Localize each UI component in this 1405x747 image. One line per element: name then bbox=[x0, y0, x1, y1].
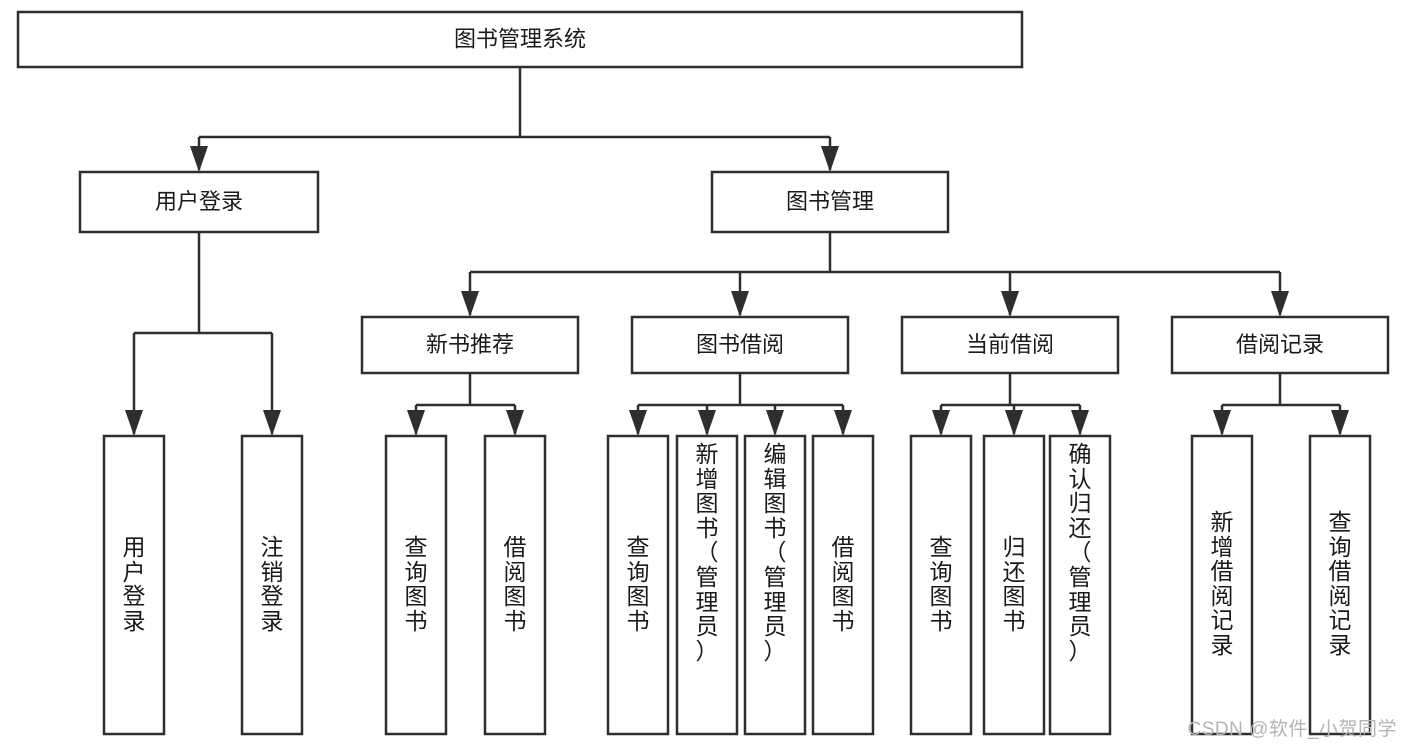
node-box-leaf-borrow-book-recommend[interactable] bbox=[483, 434, 547, 736]
node-box-borrow-record[interactable] bbox=[1170, 315, 1390, 375]
conn-book-manage-arrow-3 bbox=[1271, 291, 1289, 317]
node-box-new-book-recommend[interactable] bbox=[360, 315, 580, 375]
node-label-borrow-record: 借阅记录 bbox=[1236, 332, 1324, 357]
node-box-leaf-confirm-return-admin[interactable] bbox=[1048, 434, 1112, 736]
node-box-leaf-add-borrow-record[interactable] bbox=[1190, 434, 1254, 736]
node-label-root: 图书管理系统 bbox=[454, 26, 586, 51]
conn-book-borrow-arrow-3 bbox=[834, 410, 852, 436]
conn-borrow-record-arrow-1 bbox=[1331, 410, 1349, 436]
conn-current-borrow-arrow-0 bbox=[932, 410, 950, 436]
conn-book-borrow-arrow-1 bbox=[698, 410, 716, 436]
node-box-leaf-query-book-borrow[interactable] bbox=[606, 434, 670, 736]
node-label-new-book-recommend: 新书推荐 bbox=[426, 332, 514, 357]
connectors-layer bbox=[125, 67, 1349, 436]
conn-book-manage-arrow-1 bbox=[731, 291, 749, 317]
conn-book-borrow-arrow-0 bbox=[629, 410, 647, 436]
node-boxes-layer bbox=[16, 10, 1390, 736]
node-box-user-login[interactable] bbox=[78, 170, 320, 234]
conn-current-borrow-arrow-1 bbox=[1005, 410, 1023, 436]
node-label-book-borrow: 图书借阅 bbox=[696, 332, 784, 357]
conn-new-book-recommend-arrow-0 bbox=[407, 410, 425, 436]
node-box-leaf-query-book-current[interactable] bbox=[909, 434, 973, 736]
conn-new-book-recommend-arrow-1 bbox=[506, 410, 524, 436]
conn-book-manage-arrow-2 bbox=[1001, 291, 1019, 317]
conn-borrow-record-arrow-0 bbox=[1213, 410, 1231, 436]
node-box-leaf-edit-book-admin[interactable] bbox=[743, 434, 807, 736]
conn-root-arrow-0 bbox=[190, 146, 208, 172]
conn-user-login-arrow-0 bbox=[125, 410, 143, 436]
node-label-user-login: 用户登录 bbox=[155, 189, 243, 214]
node-label-book-manage: 图书管理 bbox=[786, 189, 874, 214]
node-box-leaf-query-book-recommend[interactable] bbox=[384, 434, 448, 736]
node-box-leaf-user-logout[interactable] bbox=[240, 434, 304, 736]
node-box-leaf-query-borrow-record[interactable] bbox=[1308, 434, 1372, 736]
node-box-book-manage[interactable] bbox=[710, 170, 950, 234]
conn-book-borrow-arrow-2 bbox=[766, 410, 784, 436]
node-box-current-borrow[interactable] bbox=[900, 315, 1120, 375]
conn-current-borrow-arrow-2 bbox=[1071, 410, 1089, 436]
node-box-leaf-return-book[interactable] bbox=[982, 434, 1046, 736]
node-label-current-borrow: 当前借阅 bbox=[966, 332, 1054, 357]
conn-book-manage-arrow-0 bbox=[461, 291, 479, 317]
node-box-book-borrow[interactable] bbox=[630, 315, 850, 375]
node-box-leaf-borrow-book[interactable] bbox=[811, 434, 875, 736]
node-box-leaf-user-login[interactable] bbox=[102, 434, 166, 736]
watermark: CSDN @软件_小贺同学 bbox=[1187, 719, 1397, 740]
conn-root-arrow-1 bbox=[821, 146, 839, 172]
node-box-leaf-add-book-admin[interactable] bbox=[675, 434, 739, 736]
node-box-root[interactable] bbox=[16, 10, 1024, 69]
conn-user-login-arrow-1 bbox=[263, 410, 281, 436]
